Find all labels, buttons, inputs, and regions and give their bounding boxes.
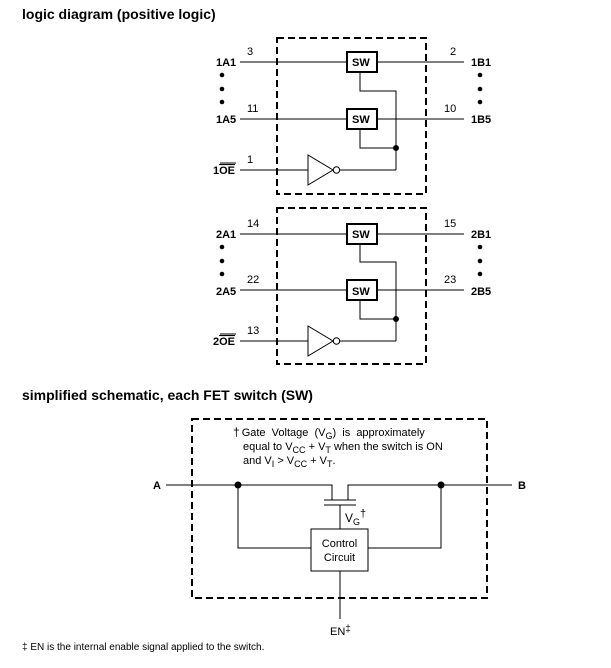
note-text: . <box>333 455 336 467</box>
pin-number: 23 <box>444 274 456 286</box>
ellipsis-dot <box>219 244 225 250</box>
ellipsis-dot <box>477 72 483 78</box>
junction-dot <box>437 481 445 489</box>
note-text: and V <box>243 455 272 467</box>
note-subscript: CC <box>293 445 306 455</box>
note-text: equal to V <box>243 441 293 453</box>
switch-label: SW <box>352 57 370 69</box>
note-text: > V <box>274 455 295 467</box>
pin-number: 3 <box>247 46 253 58</box>
fet-schematic <box>166 418 512 619</box>
ellipsis-dot <box>477 99 483 105</box>
ctrl-wire-2-bottom <box>359 300 396 320</box>
enable-label: 2OE <box>213 336 235 348</box>
note-text: + V <box>306 441 327 453</box>
en-label: EN‡ <box>330 624 351 638</box>
ellipsis-dot <box>477 244 483 250</box>
ellipsis-dot <box>219 258 225 264</box>
output-label: 1B5 <box>471 114 491 126</box>
enable-name: OE <box>219 336 235 348</box>
block-2-dots <box>219 244 483 277</box>
enable-label: 1OE <box>213 165 235 177</box>
note-text: ) is approximately <box>332 427 425 439</box>
logic-block-1 <box>240 37 464 195</box>
ellipsis-dot <box>219 86 225 92</box>
enable-prefix: 1 <box>213 165 219 177</box>
note-subscript: I <box>272 459 275 469</box>
switch-label: SW <box>352 114 370 126</box>
inverter-bubble <box>332 166 341 174</box>
inverter-1 <box>307 154 334 186</box>
vg-subscript: G <box>353 517 360 527</box>
en-text: EN <box>330 626 345 638</box>
block-2-boundary <box>276 207 427 365</box>
inverter-2 <box>307 325 334 357</box>
junction-dot <box>393 145 399 151</box>
footnote: ‡ EN is the internal enable signal appli… <box>22 642 264 653</box>
inverter-bubble <box>332 337 341 345</box>
input-label: 2A5 <box>216 286 236 298</box>
ctrl-wire-1-top <box>359 72 397 170</box>
logic-diagram-heading: logic diagram (positive logic) <box>22 6 216 22</box>
input-label: 1A1 <box>216 57 236 69</box>
enable-prefix: 2 <box>213 336 219 348</box>
wire-a-to-control <box>237 485 311 549</box>
dagger-mark: † <box>233 425 240 439</box>
pin-number: 1 <box>247 154 253 166</box>
switch-label: SW <box>352 229 370 241</box>
note-subscript: G <box>325 431 332 441</box>
pin-number: 2 <box>450 46 456 58</box>
note-text: + V <box>307 455 328 467</box>
gate-voltage-note-line1: †Gate Voltage (VG) is approximately <box>233 425 425 441</box>
note-text: Gate Voltage (V <box>242 427 326 439</box>
ellipsis-dot <box>477 271 483 277</box>
note-subscript: CC <box>294 459 307 469</box>
node-b-label: B <box>518 480 526 492</box>
output-label: 2B1 <box>471 229 491 241</box>
pin-number: 14 <box>247 218 259 230</box>
block-1-boundary <box>276 37 427 195</box>
wire-b-to-control <box>368 485 442 549</box>
footnote-text: EN is the internal enable signal applied… <box>30 642 265 653</box>
ellipsis-dot <box>219 99 225 105</box>
gate-voltage-note-line2: equal to VCC + VT when the switch is ON <box>243 441 443 455</box>
node-a-label: A <box>153 480 161 492</box>
wire-b <box>347 484 512 500</box>
output-label: 2B5 <box>471 286 491 298</box>
ellipsis-dot <box>219 72 225 78</box>
junction-dot <box>234 481 242 489</box>
pin-number: 10 <box>444 103 456 115</box>
vg-text: V <box>345 511 353 525</box>
ellipsis-dot <box>477 258 483 264</box>
dagger-mark: † <box>360 508 366 520</box>
vg-label: VG† <box>345 508 366 527</box>
logic-block-2 <box>240 207 464 365</box>
ellipsis-dot <box>219 271 225 277</box>
junction-dot <box>393 316 399 322</box>
double-dagger-mark: ‡ <box>345 624 351 635</box>
output-label: 1B1 <box>471 57 491 69</box>
schematic-heading: simplified schematic, each FET switch (S… <box>22 387 313 403</box>
pin-number: 15 <box>444 218 456 230</box>
ellipsis-dot <box>477 86 483 92</box>
control-circuit-box <box>310 528 369 572</box>
ctrl-wire-1-bottom <box>359 129 396 149</box>
ctrl-wire-2-top <box>359 244 397 341</box>
control-circuit-line2: Circuit <box>324 552 355 564</box>
pin-number: 22 <box>247 274 259 286</box>
enable-name: OE <box>219 165 235 177</box>
input-label: 1A5 <box>216 114 236 126</box>
block-1-dots <box>219 72 483 105</box>
note-text: when the switch is ON <box>331 441 443 453</box>
wire-a <box>166 484 333 500</box>
double-dagger-mark: ‡ <box>22 642 28 653</box>
input-label: 2A1 <box>216 229 236 241</box>
note-subscript: T <box>327 459 333 469</box>
note-subscript: T <box>325 445 331 455</box>
pin-number: 11 <box>247 103 258 115</box>
gate-voltage-note-line3: and VI > VCC + VT. <box>243 455 336 469</box>
pin-number: 13 <box>247 325 259 337</box>
switch-label: SW <box>352 286 370 298</box>
control-circuit-line1: Control <box>322 538 357 550</box>
